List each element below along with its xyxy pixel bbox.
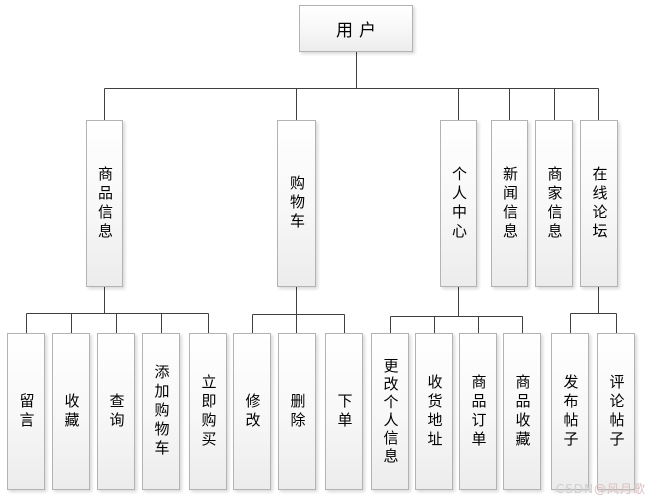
node-delete-label: 删除: [288, 392, 307, 431]
node-place-order: 下单: [325, 333, 363, 490]
node-add-cart-label: 添加购物车: [152, 364, 171, 459]
node-cart-label: 购物车: [288, 175, 306, 232]
node-comment-thread: 评论帖子: [597, 333, 635, 490]
node-cart: 购物车: [277, 120, 316, 287]
node-comment-thread-label: 评论帖子: [607, 373, 626, 450]
watermark-cn: @风月歌: [593, 482, 646, 496]
node-merchant-info: 商家信息: [535, 120, 573, 287]
watermark: CSDN@风月歌: [556, 480, 646, 497]
node-add-cart: 添加购物车: [142, 333, 180, 490]
node-product-info-label: 商品信息: [96, 165, 114, 242]
node-merchant-info-label: 商家信息: [545, 165, 564, 242]
node-edit-profile-label: 更改个人信息: [381, 357, 400, 466]
node-forum: 在线论坛: [580, 120, 618, 287]
node-place-order-label: 下单: [335, 392, 354, 431]
node-modify: 修改: [233, 333, 271, 490]
node-product-favorite-label: 商品收藏: [513, 373, 532, 450]
node-shipping-address: 收货地址: [415, 333, 453, 490]
node-product-info: 商品信息: [86, 120, 123, 287]
node-delete: 删除: [278, 333, 316, 490]
node-product-order-label: 商品订单: [469, 373, 488, 450]
node-edit-profile: 更改个人信息: [371, 333, 409, 490]
watermark-en: CSDN: [555, 482, 594, 496]
node-message-label: 留言: [17, 392, 36, 431]
node-favorite: 收藏: [52, 333, 90, 490]
node-query-label: 查询: [107, 392, 126, 431]
node-user-label: 用户: [336, 21, 382, 41]
node-product-favorite: 商品收藏: [503, 333, 541, 490]
node-buy-now-label: 立即购买: [199, 373, 218, 450]
node-query: 查询: [97, 333, 135, 490]
node-personal-center: 个人中心: [440, 120, 477, 287]
node-message: 留言: [7, 333, 45, 490]
node-forum-label: 在线论坛: [590, 165, 609, 242]
node-shipping-address-label: 收货地址: [425, 373, 444, 450]
node-modify-label: 修改: [243, 392, 262, 431]
node-personal-center-label: 个人中心: [450, 165, 468, 242]
node-user: 用户: [299, 5, 413, 52]
node-buy-now: 立即购买: [189, 333, 227, 490]
node-favorite-label: 收藏: [62, 392, 81, 431]
node-news-info: 新闻信息: [491, 120, 528, 287]
node-post-thread-label: 发布帖子: [561, 373, 580, 450]
node-product-order: 商品订单: [459, 333, 497, 490]
node-news-info-label: 新闻信息: [501, 165, 519, 242]
node-post-thread: 发布帖子: [551, 333, 589, 490]
